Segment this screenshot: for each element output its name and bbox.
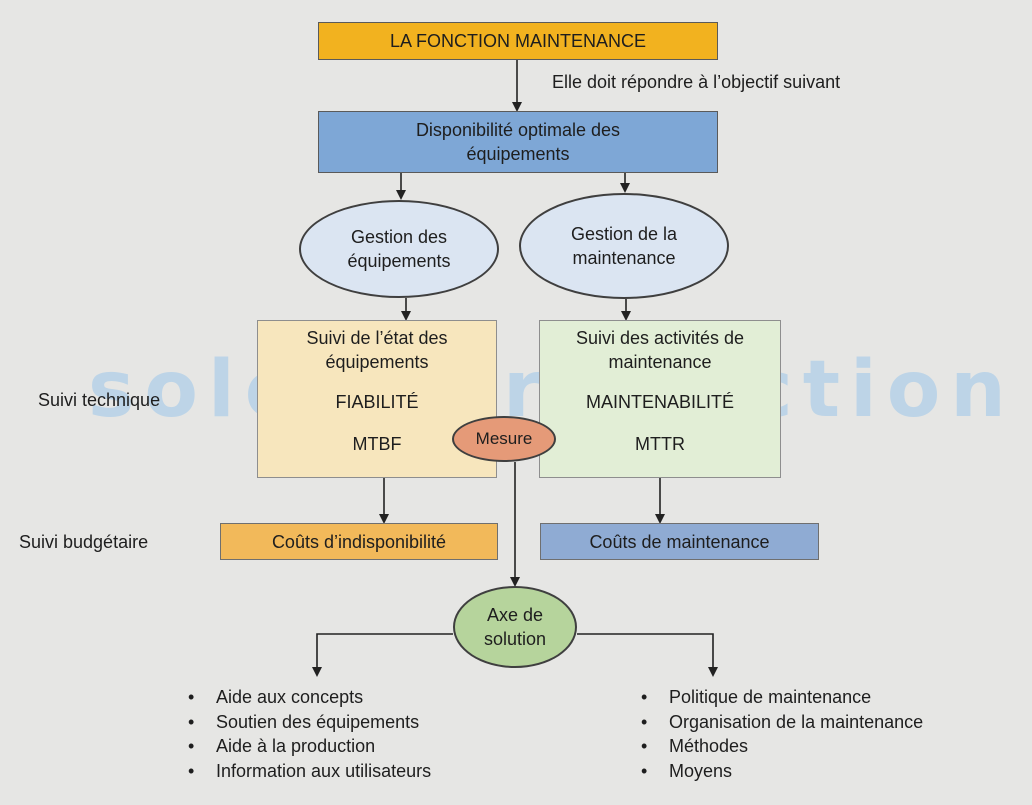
ellipse-mesure: Mesure	[452, 416, 556, 462]
metric-fiabilite: FIABILITÉ	[335, 392, 419, 412]
title-text: LA FONCTION MAINTENANCE	[389, 31, 647, 51]
ellipse-gestion-equipements-text: Gestion des équipements	[347, 227, 451, 271]
list-item: Aide à la production	[184, 734, 431, 759]
box-suivi-etat-title: Suivi de l’état des équipements	[306, 328, 448, 372]
box-couts-maintenance-text: Coûts de maintenance	[589, 531, 770, 552]
list-item: Information aux utilisateurs	[184, 759, 431, 784]
box-suivi-activites-title: Suivi des activités de maintenance	[575, 328, 745, 372]
indicator-mttr: MTTR	[635, 434, 685, 454]
objective-box: Disponibilité optimale des équipements	[318, 111, 718, 173]
metric-maintenabilite: MAINTENABILITÉ	[585, 392, 735, 412]
box-couts-indisponibilite: Coûts d’indisponibilité	[220, 523, 498, 560]
objective-note: Elle doit répondre à l’objectif suivant	[552, 72, 841, 92]
list-left: Aide aux concepts Soutien des équipement…	[184, 685, 431, 783]
connector-axe-left	[312, 633, 453, 677]
list-item: Aide aux concepts	[184, 685, 431, 710]
list-item: Moyens	[637, 759, 923, 784]
list-item: Politique de maintenance	[637, 685, 923, 710]
ellipse-axe-solution: Axe de solution	[453, 586, 577, 668]
title-box: LA FONCTION MAINTENANCE	[318, 22, 718, 60]
indicator-mtbf: MTBF	[352, 434, 402, 454]
list-item: Soutien des équipements	[184, 710, 431, 735]
box-suivi-activites: Suivi des activités de maintenance MAINT…	[539, 320, 781, 478]
ellipse-gestion-equipements: Gestion des équipements	[299, 200, 499, 298]
ellipse-mesure-text: Mesure	[475, 429, 533, 448]
label-suivi-budgetaire: Suivi budgétaire	[19, 532, 149, 552]
box-suivi-etat: Suivi de l’état des équipements FIABILIT…	[257, 320, 497, 478]
box-couts-indisponibilite-text: Coûts d’indisponibilité	[271, 531, 447, 552]
box-couts-maintenance: Coûts de maintenance	[540, 523, 819, 560]
ellipse-gestion-maintenance: Gestion de la maintenance	[519, 193, 729, 299]
connector-axe-right	[577, 633, 718, 677]
ellipse-axe-solution-text: Axe de solution	[483, 605, 547, 649]
list-item: Méthodes	[637, 734, 923, 759]
objective-text: Disponibilité optimale des équipements	[415, 120, 621, 164]
ellipse-gestion-maintenance-text: Gestion de la maintenance	[570, 224, 678, 268]
label-suivi-technique: Suivi technique	[38, 390, 161, 410]
list-item: Organisation de la maintenance	[637, 710, 923, 735]
list-right: Politique de maintenance Organisation de…	[637, 685, 923, 783]
